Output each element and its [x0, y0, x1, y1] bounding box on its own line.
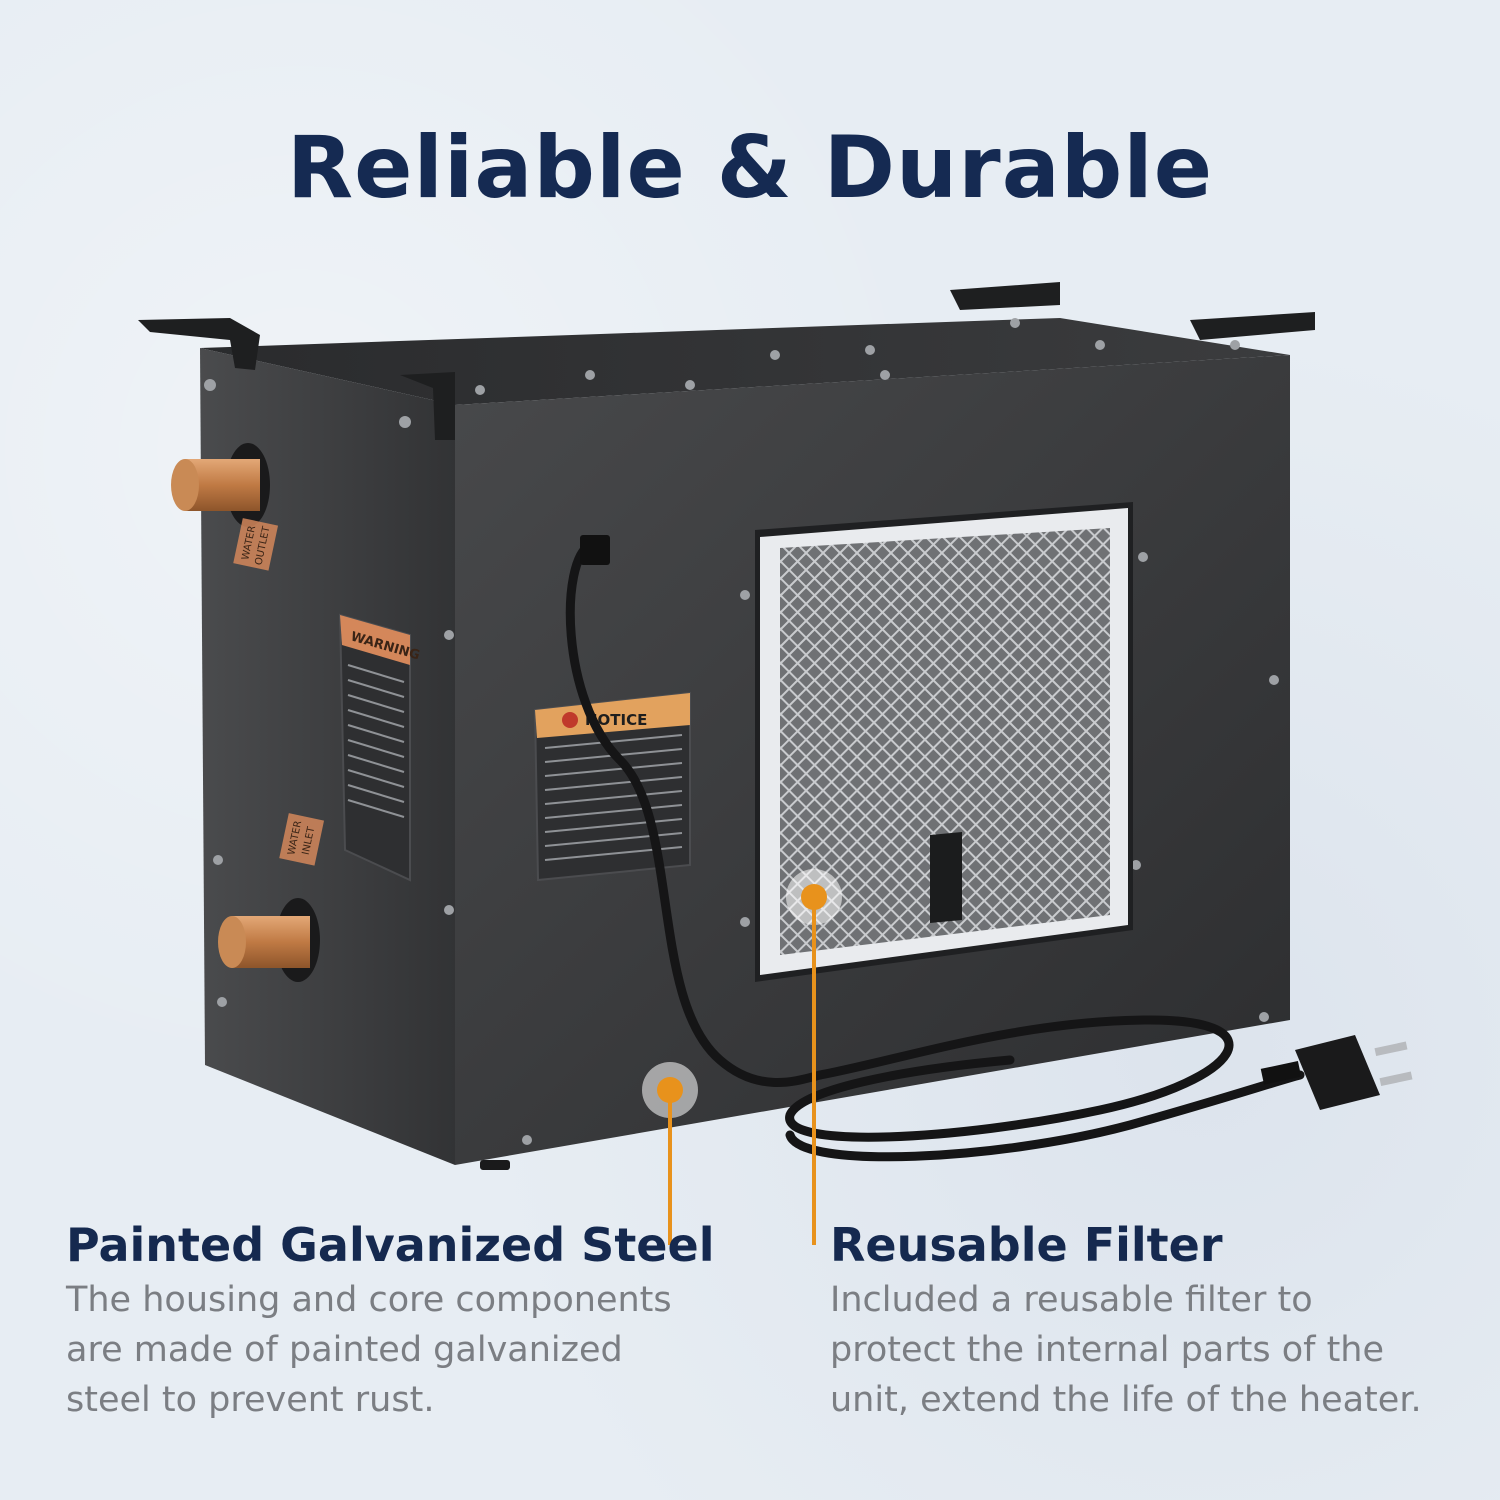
feature-description-filter: Included a reusable filter to protect th…	[830, 1275, 1422, 1425]
filter-callout-marker	[786, 869, 842, 1245]
water-inlet-pipe	[218, 898, 320, 982]
page-title: Reliable & Durable	[286, 118, 1214, 218]
feature-line: steel to prevent rust.	[66, 1380, 435, 1420]
feature-line: The housing and core components	[66, 1280, 672, 1320]
mounting-brackets	[138, 282, 1315, 440]
housing-feet	[480, 1160, 510, 1170]
feature-line: protect the internal parts of the	[830, 1330, 1385, 1370]
screws	[204, 318, 1279, 1145]
water-inlet-label: WATER INLET	[279, 813, 325, 866]
feature-title-filter: Reusable Filter	[830, 1218, 1223, 1272]
feature-line: are made of painted galvanized	[66, 1330, 623, 1370]
power-cord	[565, 540, 1305, 1162]
reusable-filter	[755, 502, 1133, 982]
feature-line: unit, extend the life of the heater.	[830, 1380, 1422, 1420]
cord-clip	[580, 535, 610, 565]
notice-sticker: NOTICE	[533, 691, 691, 882]
feature-title-steel: Painted Galvanized Steel	[66, 1218, 715, 1272]
water-outlet-pipe	[171, 443, 270, 527]
notice-title: NOTICE	[585, 711, 647, 729]
feature-line: Included a reusable filter to	[830, 1280, 1313, 1320]
feature-description-steel: The housing and core components are made…	[66, 1275, 672, 1425]
steel-callout-marker	[642, 1062, 698, 1245]
power-plug	[1260, 1035, 1413, 1110]
warning-sticker: WARNING	[338, 613, 421, 882]
water-outlet-label: WATER OUTLET	[233, 518, 279, 571]
housing-top	[200, 318, 1290, 405]
